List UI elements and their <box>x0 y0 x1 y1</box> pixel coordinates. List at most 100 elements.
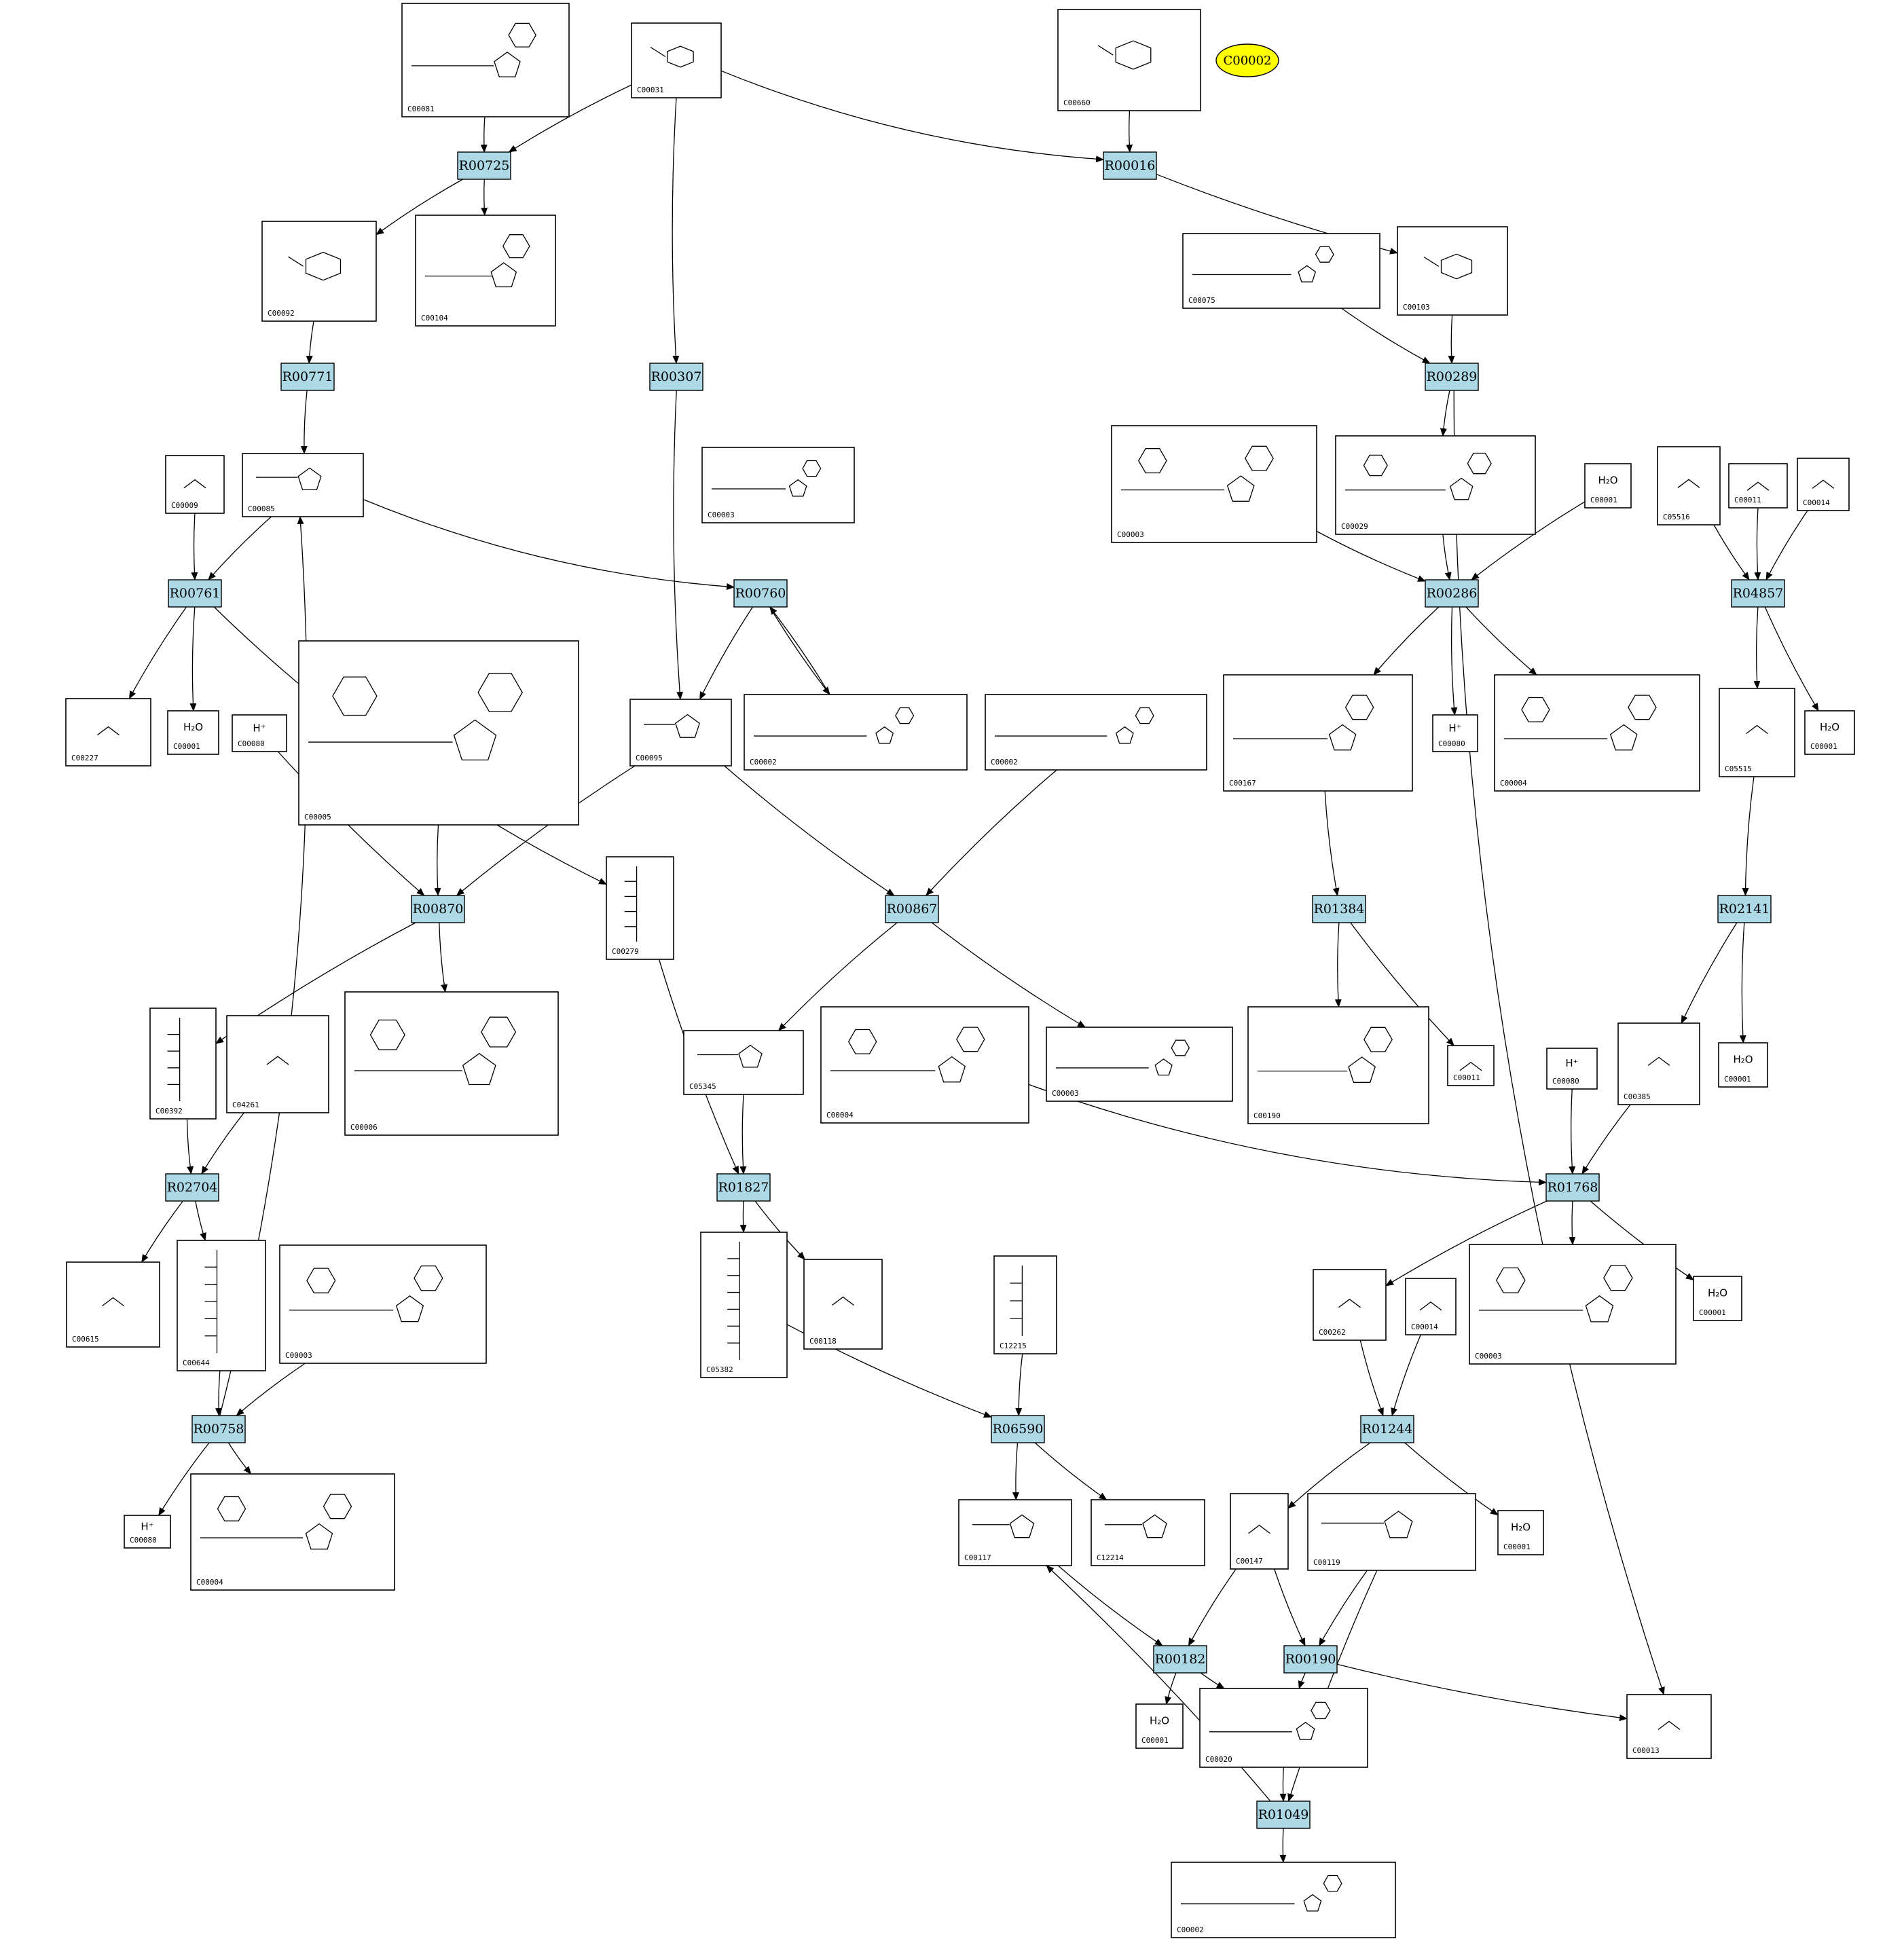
compound-node-c00009[interactable]: C00009 <box>165 455 225 514</box>
compound-node-c00147[interactable]: C00147 <box>1230 1493 1289 1570</box>
reaction-node-r00725[interactable]: R00725 <box>457 151 511 180</box>
compound-node-c00080[interactable]: H⁺C00080 <box>1432 714 1478 752</box>
compound-node-c00092[interactable]: C00092 <box>261 221 377 322</box>
reaction-node-r01827[interactable]: R01827 <box>716 1173 771 1202</box>
compound-node-c00003[interactable]: C00003 <box>279 1244 487 1364</box>
reaction-box <box>1283 1645 1338 1674</box>
reaction-box <box>1256 1800 1311 1829</box>
compound-node-c00080[interactable]: H⁺C00080 <box>232 714 287 752</box>
reaction-node-r00182[interactable]: R00182 <box>1153 1645 1207 1674</box>
compound-node-c00014[interactable]: C00014 <box>1797 458 1850 511</box>
reaction-node-r00190[interactable]: R00190 <box>1283 1645 1338 1674</box>
compound-node-c00103[interactable]: C00103 <box>1397 226 1508 316</box>
reaction-node-r04857[interactable]: R04857 <box>1731 579 1785 608</box>
reaction-node-r00867[interactable]: R00867 <box>885 895 939 923</box>
reaction-node-r00758[interactable]: R00758 <box>191 1415 246 1443</box>
compound-node-c04261[interactable]: C04261 <box>226 1015 329 1113</box>
reaction-node-r06590[interactable]: R06590 <box>991 1415 1045 1443</box>
reaction-node-r00760[interactable]: R00760 <box>733 579 788 608</box>
edge-c00003d-to-r00758 <box>236 1363 306 1416</box>
compound-node-c00020[interactable]: C00020 <box>1199 1688 1368 1768</box>
compound-node-c00085[interactable]: C00085 <box>242 453 364 517</box>
compound-node-c00119[interactable]: C00119 <box>1307 1493 1476 1571</box>
compound-node-c00118[interactable]: C00118 <box>803 1259 883 1350</box>
reaction-node-r00286[interactable]: R00286 <box>1425 579 1479 608</box>
compound-node-c00081[interactable]: C00081 <box>401 3 570 117</box>
compound-node-c00262[interactable]: C00262 <box>1313 1269 1387 1341</box>
compound-node-c00104[interactable]: C00104 <box>415 215 556 327</box>
compound-box <box>1397 226 1508 316</box>
compound-node-c00003[interactable]: C00003 <box>701 447 855 523</box>
compound-box <box>629 699 732 767</box>
compound-node-c05382[interactable]: C05382 <box>700 1232 788 1378</box>
highlight-ellipse[interactable] <box>1215 43 1279 77</box>
edge-c00080c-to-r01768 <box>1569 1088 1576 1175</box>
compound-node-c00003[interactable]: C00003 <box>1111 425 1317 543</box>
reaction-node-r00307[interactable]: R00307 <box>649 363 703 391</box>
reaction-node-r00761[interactable]: R00761 <box>168 579 222 608</box>
compound-node-c00392[interactable]: C00392 <box>149 1008 217 1120</box>
compound-node-c00002[interactable]: C00002 <box>1171 1862 1396 1938</box>
compound-node-c00660[interactable]: C00660 <box>1057 9 1201 111</box>
compound-node-c00385[interactable]: C00385 <box>1617 1022 1700 1105</box>
compound-node-c00011[interactable]: C00011 <box>1447 1045 1495 1086</box>
compound-box <box>1135 1703 1184 1749</box>
reaction-node-r01049[interactable]: R01049 <box>1256 1800 1311 1829</box>
edge-c00095-to-r00870 <box>456 765 636 896</box>
compound-node-c00011[interactable]: C00011 <box>1728 463 1788 509</box>
compound-node-c00615[interactable]: C00615 <box>66 1261 160 1348</box>
compound-node-c00080[interactable]: H⁺C00080 <box>1546 1048 1598 1090</box>
compound-node-c00004[interactable]: C00004 <box>820 1006 1029 1124</box>
edge-c00095-to-r00867 <box>724 765 895 896</box>
compound-node-c00644[interactable]: C00644 <box>177 1240 266 1371</box>
compound-node-c00031[interactable]: C00031 <box>631 22 722 98</box>
compound-node-c00029[interactable]: C00029 <box>1335 435 1536 535</box>
reaction-node-r00016[interactable]: R00016 <box>1103 151 1157 180</box>
compound-box <box>1804 710 1855 755</box>
compound-node-c05345[interactable]: C05345 <box>683 1030 804 1095</box>
compound-id: C00001 <box>1810 742 1837 751</box>
compound-node-c00005[interactable]: C00005 <box>298 640 579 826</box>
compound-node-c00002[interactable]: C00002 <box>744 694 968 771</box>
compound-node-c00013[interactable]: C00013 <box>1626 1694 1712 1759</box>
compound-formula: H⁺ <box>1565 1057 1578 1069</box>
compound-node-c00003[interactable]: C00003 <box>1046 1027 1233 1102</box>
compound-node-c00117[interactable]: C00117 <box>958 1499 1072 1566</box>
compound-node-c00279[interactable]: C00279 <box>606 856 674 960</box>
edge-r01768-to-c00262 <box>1385 1200 1548 1287</box>
compound-node-c00006[interactable]: C00006 <box>344 991 559 1136</box>
compound-node-c00003[interactable]: C00003 <box>1469 1244 1677 1365</box>
reaction-node-r00771[interactable]: R00771 <box>280 363 335 391</box>
reaction-node-r02141[interactable]: R02141 <box>1717 895 1772 923</box>
compound-node-c00167[interactable]: C00167 <box>1223 674 1413 792</box>
compound-node-c00095[interactable]: C00095 <box>629 699 732 767</box>
compound-node-c00227[interactable]: C00227 <box>65 698 151 767</box>
reaction-node-r00289[interactable]: R00289 <box>1425 363 1479 391</box>
reaction-node-r01768[interactable]: R01768 <box>1545 1173 1600 1202</box>
compound-node-c12214[interactable]: C12214 <box>1091 1499 1205 1566</box>
reaction-node-r01244[interactable]: R01244 <box>1360 1415 1414 1443</box>
compound-node-c00080[interactable]: H⁺C00080 <box>124 1515 171 1549</box>
compound-node-c12215[interactable]: C12215 <box>993 1255 1057 1354</box>
reaction-node-r02704[interactable]: R02704 <box>165 1173 219 1202</box>
compound-node-c05515[interactable]: C05515 <box>1719 688 1795 777</box>
compound-node-c00014[interactable]: C00014 <box>1405 1278 1457 1335</box>
reaction-label: R00289 <box>1427 369 1478 384</box>
reaction-node-r00870[interactable]: R00870 <box>411 895 465 923</box>
compound-node-c00075[interactable]: C00075 <box>1182 233 1380 309</box>
compound-node-c00190[interactable]: C00190 <box>1247 1006 1429 1124</box>
compound-node-c05516[interactable]: C05516 <box>1657 446 1721 525</box>
compound-node-c00004[interactable]: C00004 <box>1494 674 1700 792</box>
compound-node-c00002[interactable]: C00002 <box>985 694 1207 771</box>
reaction-box <box>1545 1173 1600 1202</box>
reaction-node-r01384[interactable]: R01384 <box>1312 895 1366 923</box>
compound-node-c00004[interactable]: C00004 <box>190 1473 395 1591</box>
edge-r00190-to-c00013 <box>1336 1663 1628 1721</box>
